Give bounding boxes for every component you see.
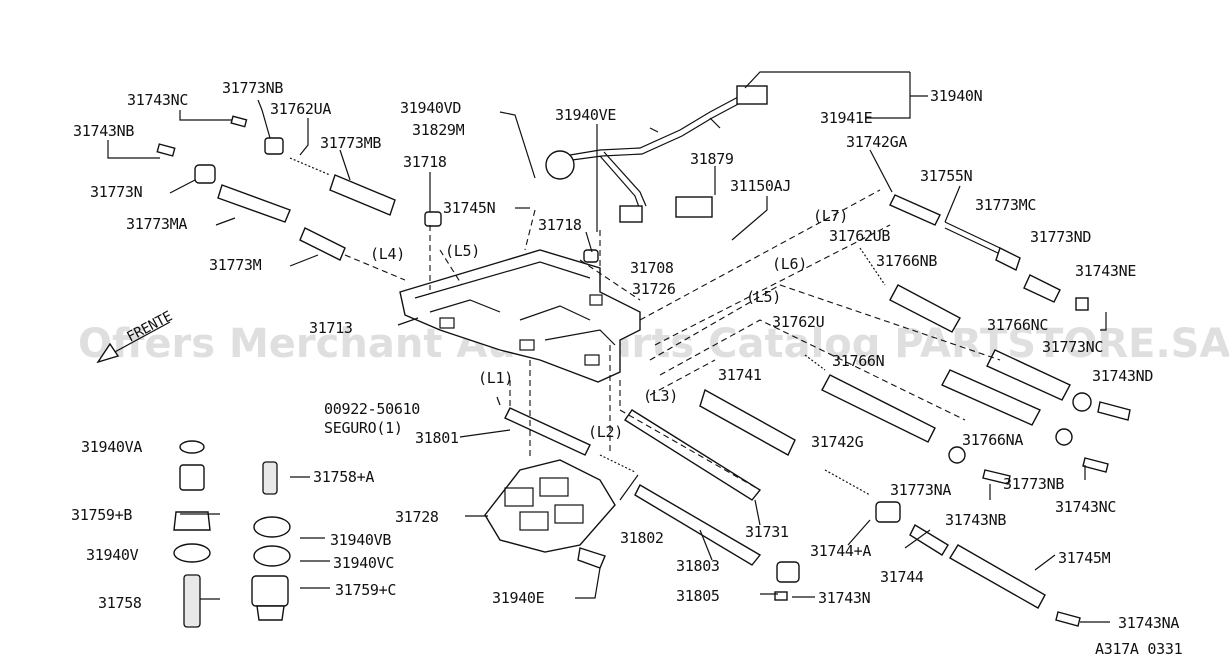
label-31731: 31731 [745,523,789,541]
label-31940ve: 31940VE [555,106,616,124]
label-31773n: 31773N [90,183,143,201]
label-31766nb: 31766NB [876,252,937,270]
label-31743nb-b: 31743NB [945,511,1006,529]
label-31805: 31805 [676,587,720,605]
separator-plate [484,459,616,553]
label-31773nb-b: 31773NB [1003,475,1064,493]
label-31940vb: 31940VB [330,531,391,549]
leader-lines [107,71,1110,623]
label-31773mc: 31773MC [975,196,1036,214]
label-31773nb-a: 31773NB [222,79,283,97]
label-l4-a: (L4) [370,245,405,263]
label-31941e: 31941E [820,109,873,127]
label-31713: 31713 [309,319,353,337]
label-00922-50610: 00922-50610 [324,400,420,418]
label-31744a: 31744+A [810,542,871,560]
valve-spools-left [156,115,599,263]
label-31745n: 31745N [443,199,496,217]
label-31802: 31802 [620,529,664,547]
valve-spools-right [504,194,1131,627]
label-31766n: 31766N [832,352,885,370]
label-31743na: 31743NA [1118,614,1179,632]
label-31762ub: 31762UB [829,227,890,245]
label-31744: 31744 [880,568,924,586]
label-31773na: 31773NA [890,481,951,499]
label-31759b: 31759+B [71,506,132,524]
label-31940n: 31940N [930,87,983,105]
label-31743nd: 31743ND [1092,367,1153,385]
label-31766na: 31766NA [962,431,1023,449]
label-31801: 31801 [415,429,459,447]
label-31940va: 31940VA [81,438,142,456]
label-31940vd: 31940VD [400,99,461,117]
watermark: Offers Merchant Auto Parts Catalog PARTS… [78,321,1229,367]
label-31718-b: 31718 [538,216,582,234]
label-31766nc: 31766NC [987,316,1048,334]
label-31743nb-a: 31743NB [73,122,134,140]
label-seguro: SEGURO(1) [324,419,403,437]
label-l7: (L7) [813,207,848,225]
label-31726: 31726 [632,280,676,298]
label-l1: (L1) [478,369,513,387]
label-l5-b: (L5) [746,288,781,306]
label-l3: (L3) [643,387,678,405]
label-31759c: 31759+C [335,581,396,599]
label-l5-a: (L5) [445,242,480,260]
label-31743nc-b: 31743NC [1055,498,1116,516]
label-31742g: 31742G [811,433,864,451]
label-31741: 31741 [718,366,762,384]
label-l6: (L6) [772,255,807,273]
label-31803: 31803 [676,557,720,575]
label-31762ua: 31762UA [270,100,331,118]
assembly-guides [344,189,1001,491]
label-31758a: 31758+A [313,468,374,486]
label-l2: (L2) [588,423,623,441]
label-31940vc: 31940VC [333,554,394,572]
label-31879: 31879 [690,150,734,168]
label-31150aj: 31150AJ [730,177,791,195]
label-31745m: 31745M [1058,549,1111,567]
part-labels: 31743NC 31773NB 31743NB 31762UA 31773MB … [71,79,1183,658]
solenoid-harness [545,85,768,223]
label-31742ga: 31742GA [846,133,907,151]
label-31940e: 31940E [492,589,545,607]
label-31718-a: 31718 [403,153,447,171]
figure-code: A317A 0331 [1095,640,1183,658]
label-31708: 31708 [630,259,674,277]
label-31773m: 31773M [209,256,262,274]
label-31743n: 31743N [818,589,871,607]
label-31773mb: 31773MB [320,134,381,152]
label-31829m: 31829M [412,121,465,139]
label-31773nd: 31773ND [1030,228,1091,246]
label-31743ne: 31743NE [1075,262,1136,280]
label-31758: 31758 [98,594,142,612]
label-31773nc: 31773NC [1042,338,1103,356]
label-31755n: 31755N [920,167,973,185]
label-31743nc-a: 31743NC [127,91,188,109]
label-31728: 31728 [395,508,439,526]
left-standalone-parts [173,440,291,628]
label-31762u: 31762U [772,313,824,331]
label-31773ma: 31773MA [126,215,187,233]
label-31940v: 31940V [86,546,139,564]
